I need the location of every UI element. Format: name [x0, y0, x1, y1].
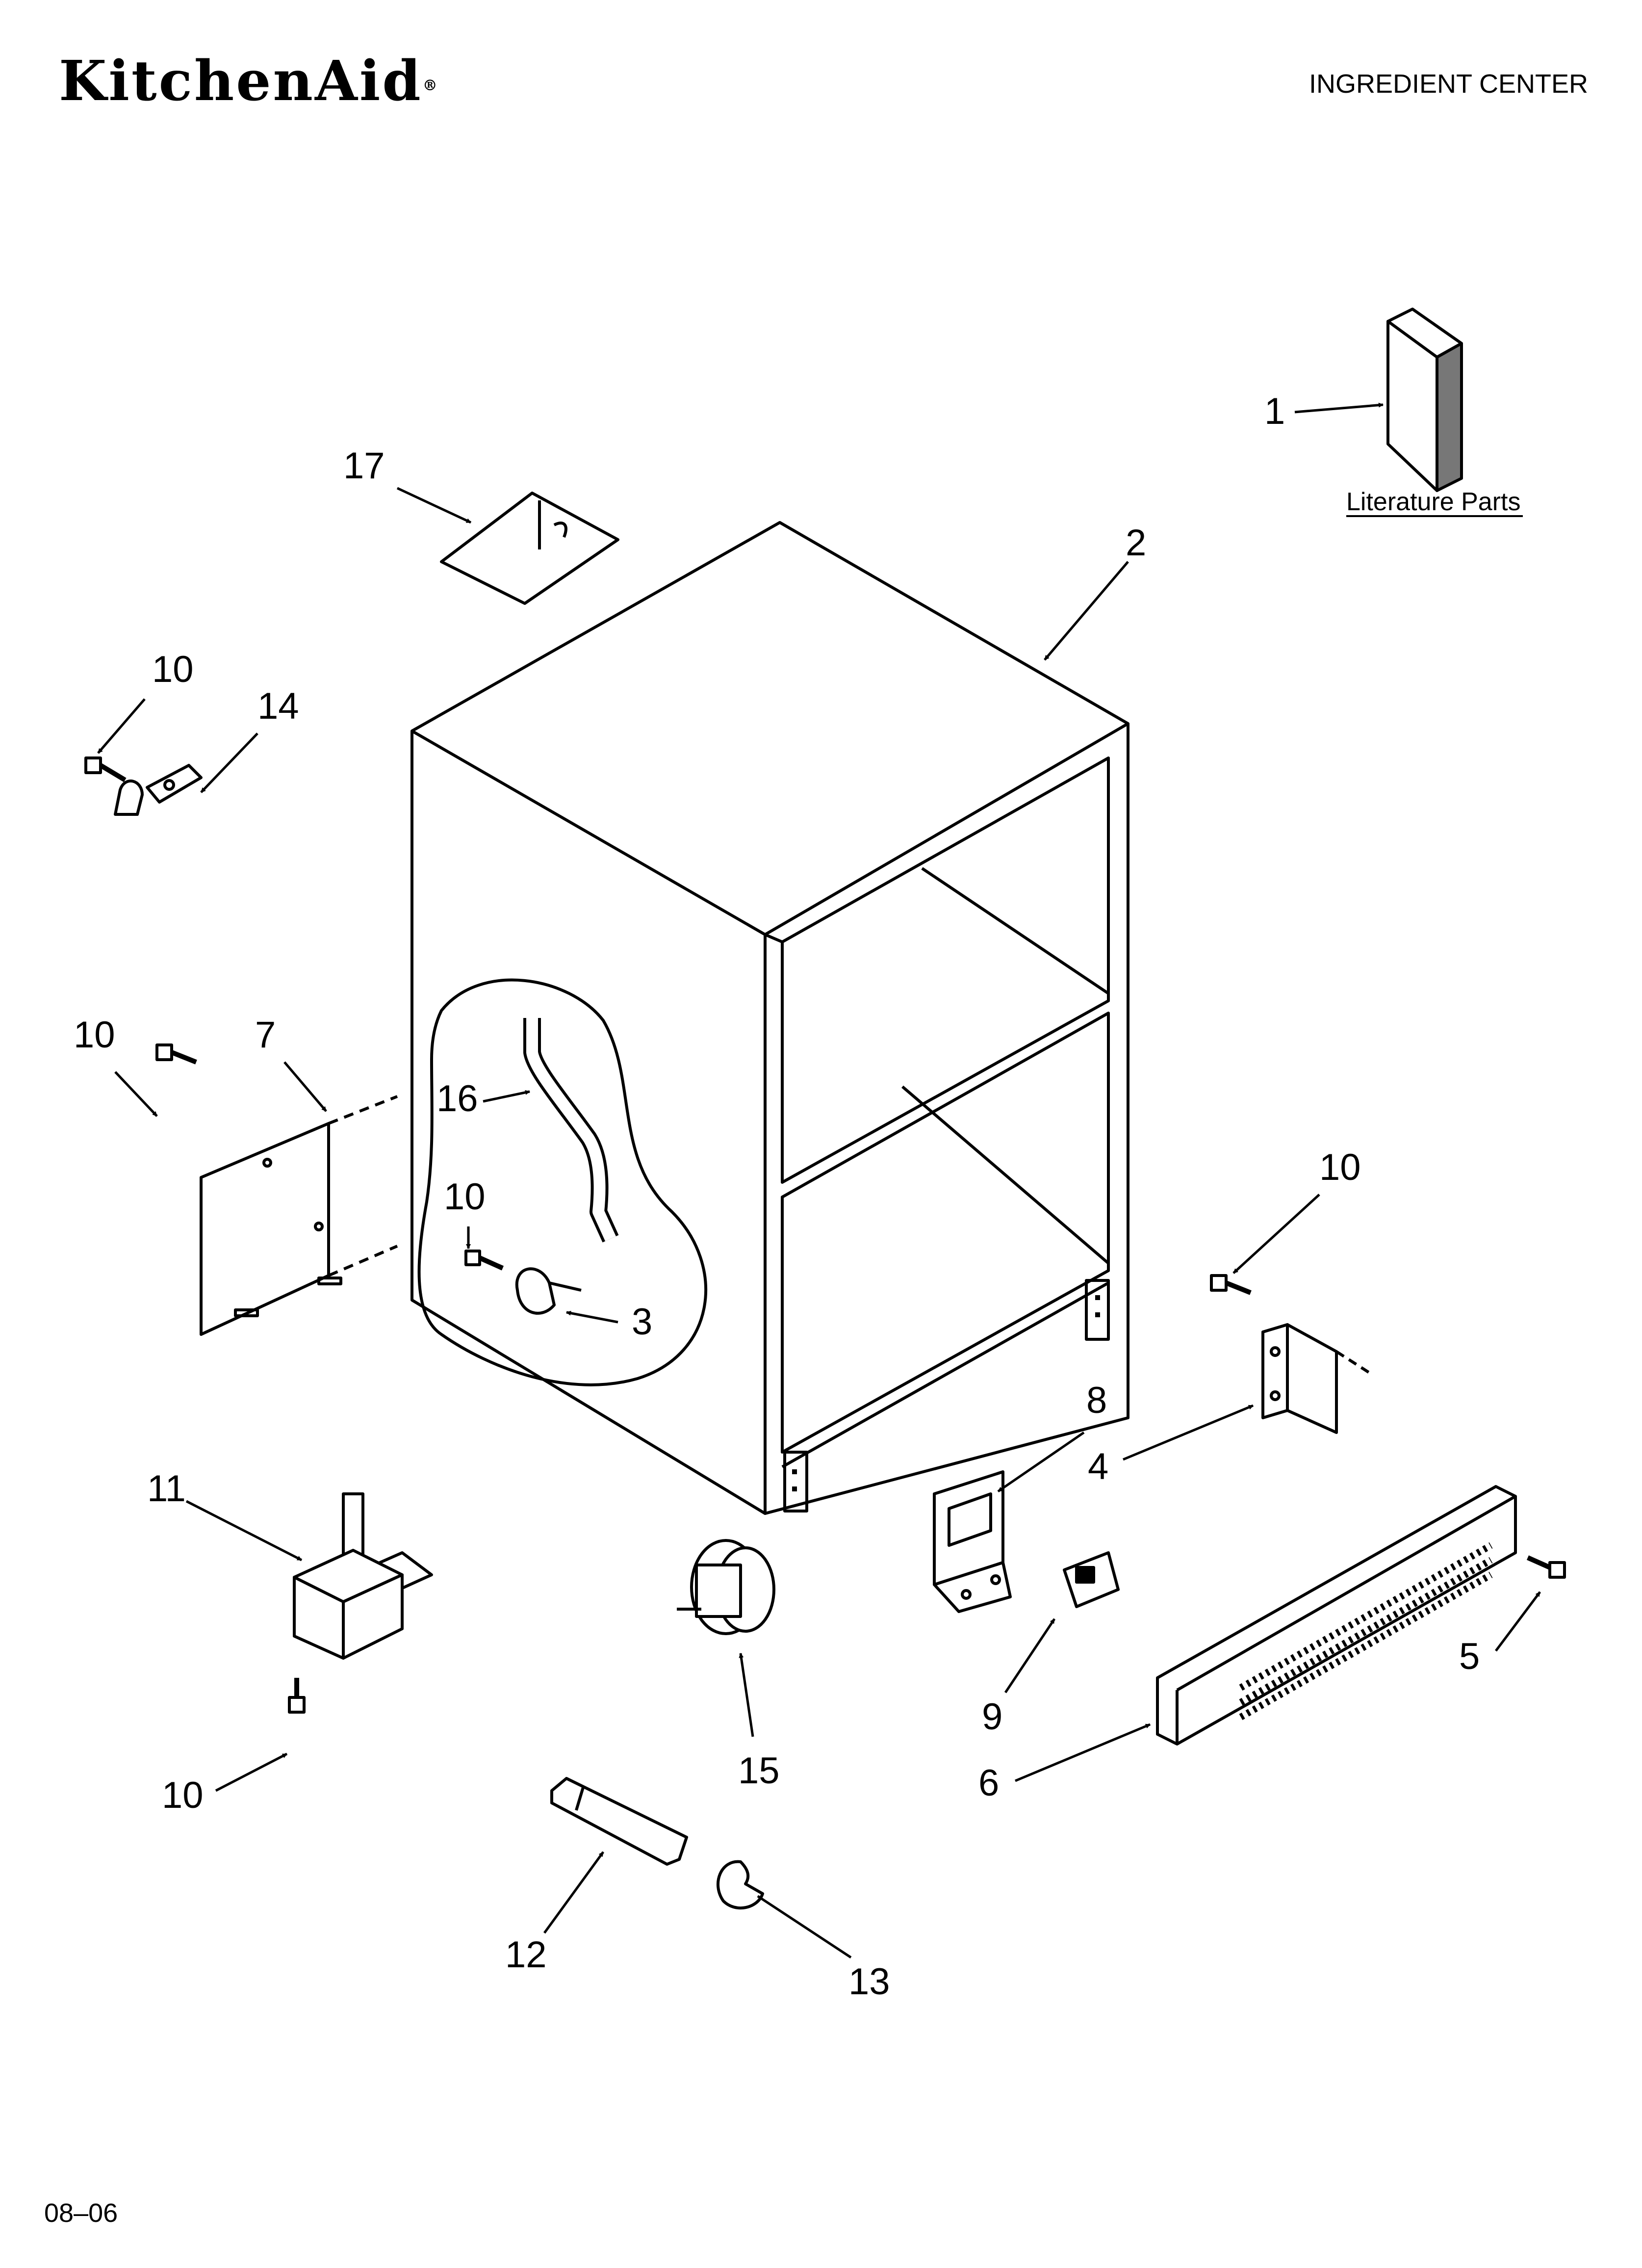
wire-clip	[114, 764, 203, 816]
leader-13	[757, 1895, 852, 1959]
callout-9: 9	[982, 1696, 1002, 1738]
callout-10-cutaway: 10	[444, 1176, 486, 1218]
leader-9	[1004, 1618, 1056, 1694]
callout-14: 14	[257, 685, 299, 727]
callout-3: 3	[632, 1301, 652, 1343]
callout-11: 11	[147, 1468, 186, 1510]
leader-2	[1044, 561, 1129, 661]
rocker-switch	[1063, 1551, 1120, 1608]
caster-wheel	[677, 1539, 775, 1635]
screw-panel	[155, 1043, 197, 1065]
leader-11	[185, 1500, 303, 1562]
callout-5: 5	[1459, 1636, 1480, 1677]
callout-6: 6	[978, 1762, 999, 1804]
cabinet	[410, 521, 1129, 1515]
leader-8	[997, 1431, 1085, 1493]
callout-12: 12	[505, 1934, 547, 1976]
leader-7	[283, 1061, 327, 1112]
revision-code: 08–06	[44, 2198, 118, 2228]
screw-cutaway	[464, 1250, 504, 1271]
callout-16: 16	[436, 1078, 478, 1120]
drip-tray	[440, 492, 619, 605]
retaining-ring	[717, 1860, 764, 1910]
mounting-bracket	[1261, 1323, 1372, 1434]
callout-4: 4	[1088, 1446, 1108, 1487]
leader-6	[1015, 1723, 1151, 1782]
leader-10e	[215, 1752, 288, 1792]
callout-13: 13	[848, 1961, 890, 2003]
leader-4	[1123, 1404, 1254, 1461]
leader-1	[1294, 402, 1384, 414]
literature-parts-label-group: Literature Parts	[1346, 488, 1523, 517]
callout-7: 7	[255, 1014, 276, 1056]
leader-12	[543, 1851, 605, 1934]
callout-10-bracket: 10	[1319, 1147, 1361, 1188]
screw-bracket	[1210, 1274, 1252, 1295]
screw-top-left	[84, 756, 127, 782]
rear-panel	[200, 1095, 398, 1336]
hinge-pin	[550, 1777, 688, 1866]
callout-8: 8	[1086, 1380, 1107, 1421]
leader-15	[739, 1653, 754, 1737]
hinge-bracket	[933, 1470, 1012, 1613]
page-title: INGREDIENT CENTER	[1308, 69, 1588, 99]
callout-10-panel: 10	[74, 1014, 115, 1056]
leader-3	[566, 1310, 618, 1324]
literature-parts-label: Literature Parts	[1346, 488, 1521, 516]
callout-10-top-left: 10	[152, 649, 194, 690]
leader-10b	[114, 1071, 158, 1117]
callout-1: 1	[1264, 391, 1285, 432]
leader-14	[200, 732, 258, 793]
callout-15: 15	[738, 1750, 780, 1792]
leader-10d	[1232, 1194, 1320, 1274]
toe-kick-grille	[1156, 1485, 1517, 1746]
leveler-bracket	[293, 1492, 433, 1660]
tube-clamp	[515, 1267, 582, 1315]
leader-17	[396, 487, 472, 524]
literature-book	[1386, 308, 1463, 492]
callout-2: 2	[1126, 522, 1146, 564]
screw-leveler	[288, 1678, 306, 1714]
brand-logo: KitchenAid®	[59, 49, 439, 113]
leader-16	[483, 1090, 530, 1103]
callout-10-leveler: 10	[162, 1774, 204, 1816]
leader-5	[1495, 1591, 1541, 1652]
screw-toe-kick	[1526, 1555, 1566, 1579]
cutaway-bubble	[417, 978, 707, 1386]
leader-10a	[97, 698, 146, 754]
callout-17: 17	[343, 445, 385, 487]
